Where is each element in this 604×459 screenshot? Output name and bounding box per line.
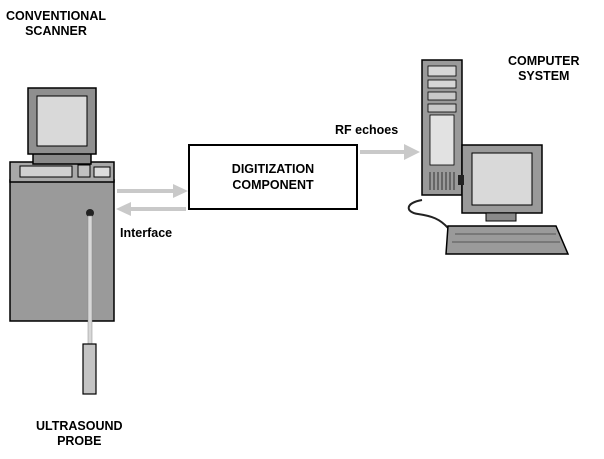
computer-system-label: COMPUTER SYSTEM	[508, 54, 580, 84]
conventional-scanner	[9, 87, 115, 395]
monitor-connector	[458, 175, 464, 185]
label-line: DIGITIZATION	[231, 162, 315, 176]
arrow-to-scanner-shaft	[128, 207, 186, 211]
probe-port	[86, 209, 94, 217]
tower-front-panel	[429, 114, 455, 166]
label-line: ULTRASOUND	[36, 419, 123, 433]
scanner-control-panel	[93, 166, 111, 178]
ultrasound-probe-label: ULTRASOUND PROBE	[36, 419, 123, 449]
conventional-scanner-label: CONVENTIONAL SCANNER	[6, 9, 106, 39]
label-line: CONVENTIONAL	[6, 9, 106, 23]
computer-screen	[471, 152, 533, 206]
label-line: SYSTEM	[518, 69, 570, 83]
computer-system	[407, 59, 570, 255]
rf-echoes-label: RF echoes	[335, 123, 399, 137]
probe-cable	[87, 215, 93, 345]
scanner-screen	[36, 95, 88, 147]
interface-label: Interface	[120, 226, 173, 240]
label-line: COMPONENT	[232, 178, 314, 192]
rf-arrow-head	[404, 144, 420, 160]
keyboard-cable	[407, 199, 449, 229]
tower-drive-bay-4	[427, 103, 457, 113]
scanner-cabinet	[9, 179, 115, 322]
interface-arrows	[116, 184, 188, 216]
arrow-to-digitizer-shaft	[117, 189, 175, 193]
scanner-keyboard	[19, 165, 73, 178]
arrow-to-digitizer-head	[173, 184, 188, 198]
arrow-to-scanner-head	[116, 202, 131, 216]
monitor-stand	[485, 212, 517, 222]
scanner-control-knob	[77, 164, 91, 178]
ultrasound-probe	[82, 343, 97, 395]
computer-keyboard	[445, 225, 570, 255]
label-line: SCANNER	[25, 24, 87, 38]
tower-drive-bay-3	[427, 91, 457, 101]
rf-arrow-shaft	[360, 150, 406, 154]
tower-drive-bay-1	[427, 65, 457, 77]
label-line: COMPUTER	[508, 54, 580, 68]
tower-drive-bay-2	[427, 79, 457, 89]
digitization-component-box: DIGITIZATION COMPONENT	[188, 144, 358, 210]
tower-vents	[429, 172, 455, 190]
label-line: PROBE	[57, 434, 102, 448]
rf-echoes-arrow	[360, 144, 420, 160]
